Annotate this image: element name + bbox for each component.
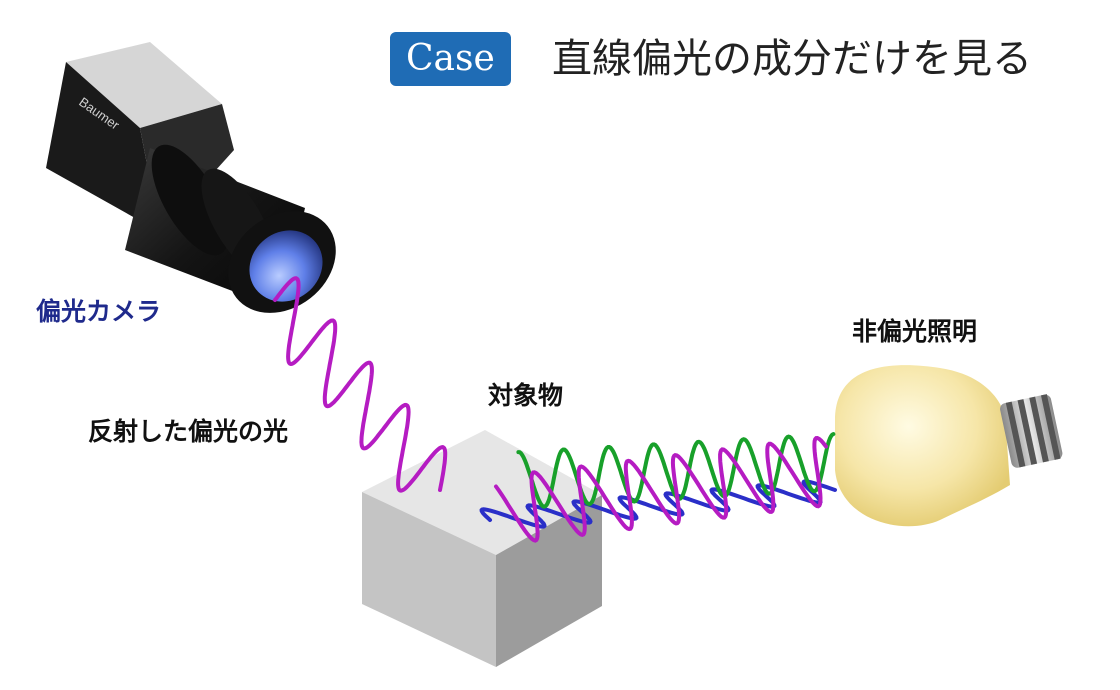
light-bulb-icon — [835, 365, 1063, 527]
camera-body — [46, 62, 160, 232]
cube-left — [362, 492, 496, 667]
object-cube — [362, 430, 602, 667]
cube-right — [496, 495, 602, 667]
light-source-label: 非偏光照明 — [852, 317, 978, 346]
camera-top — [66, 42, 222, 128]
object-label: 対象物 — [488, 381, 564, 410]
reflected-wave-magenta — [273, 276, 448, 493]
polarization-camera-icon: Baumer — [46, 42, 336, 313]
reflected-light-label: 反射した偏光の光 — [88, 417, 289, 446]
case-badge: Case — [390, 32, 511, 86]
light-waves — [273, 276, 837, 543]
page-title: 直線偏光の成分だけを見る — [552, 36, 1032, 82]
camera-label: 偏光カメラ — [36, 297, 162, 326]
incident-wave-magenta — [494, 435, 828, 543]
